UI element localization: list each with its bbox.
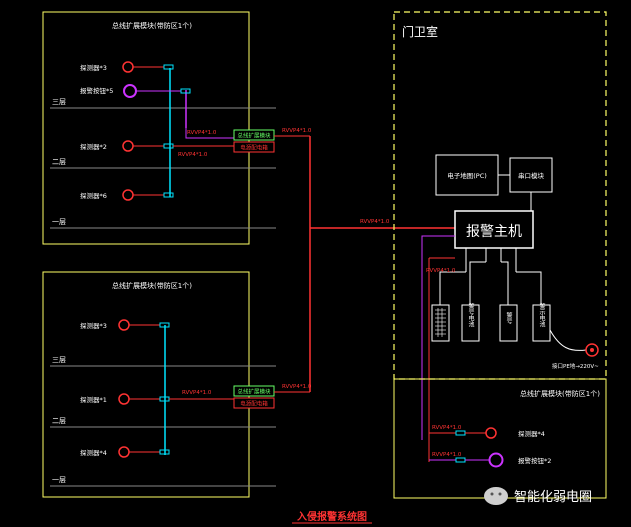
top-device-label-3: 探测器*2 [80, 142, 107, 151]
watermark-text: 智能化弱电圈 [514, 490, 592, 505]
guard-room-title: 门卫室 [402, 24, 438, 39]
wire-out-2 [469, 261, 486, 305]
guard-room-module: 总线扩展模块(带防区1个) RVVP4*1.0 探测器*4 RVVP4*1.0 … [393, 378, 607, 499]
detector-icon [122, 61, 134, 73]
power-socket-dot [590, 348, 594, 352]
bottom-panel-title: 总线扩展模块(带防区1个) [112, 281, 192, 290]
top-floor-panel: 总线扩展模块(带防区1个) 三层 二层 一层 探测器*3 报警按钮*5 探测器*… [42, 11, 312, 245]
bottom-device-label-2: 探测器*1 [80, 395, 107, 404]
wechat-icon-eye-left [490, 492, 494, 496]
bottom-floor-label-1: 一层 [52, 476, 66, 484]
guard-device-label-1: 探测器*4 [518, 429, 545, 438]
output-label-4: 警示电池 [538, 302, 545, 327]
output-box-2 [461, 304, 480, 342]
output-label-2: 警号电池 [467, 302, 474, 327]
power-label: 接口PE地→220V~ [552, 362, 599, 370]
terminal-module-icon [180, 88, 191, 94]
terminal-module-icon [159, 449, 170, 455]
top-branch-wire-purple [185, 128, 234, 139]
serial-module-label: 串口模块 [518, 171, 545, 180]
detector-icon [122, 189, 134, 201]
keypad-icon [435, 308, 446, 337]
detector-icon [485, 427, 497, 439]
wechat-icon [484, 487, 508, 505]
detector-icon [118, 393, 130, 405]
output-box-3 [499, 304, 518, 342]
alarm-button-icon [123, 84, 137, 98]
output-box-4 [532, 304, 551, 342]
terminal-module-icon [163, 64, 174, 70]
bottom-device-label-1: 探测器*3 [80, 321, 107, 330]
main-cable-label: RVVP4*1.0 [360, 219, 390, 225]
terminal-module-icon [455, 457, 466, 463]
detector-icon [118, 319, 130, 331]
power-socket-icon [585, 343, 599, 357]
top-device-label-1: 探测器*3 [80, 63, 107, 72]
bottom-device-label-3: 探测器*4 [80, 448, 107, 457]
wechat-icon-eye-right [498, 492, 502, 496]
guard-device-label-2: 报警按钮*2 [518, 456, 551, 465]
keypad-box [431, 304, 450, 342]
bottom-power-box [233, 397, 275, 409]
watermark: 智能化弱电圈 [484, 487, 592, 505]
terminal-module-icon [159, 322, 170, 328]
wire-out-3 [501, 261, 509, 305]
detector-icon [122, 140, 134, 152]
top-panel-border [42, 11, 250, 245]
bottom-cable-label-a: RVVP4*1.0 [182, 390, 212, 396]
diagram-title: 入侵报警系统图 [297, 510, 367, 523]
output-label-3: 警号 [505, 311, 512, 325]
top-floor-label-3: 三层 [52, 98, 66, 106]
top-floor-label-1: 一层 [52, 218, 66, 226]
top-power-box-label: 电源配电箱 [240, 144, 268, 152]
map-pc-label: 电子地图(PC) [447, 171, 487, 180]
bottom-floor-panel: 总线扩展模块(带防区1个) 三层 二层 一层 探测器*3 探测器*1 探测器*4… [42, 271, 312, 498]
bottom-bus-module-box [233, 385, 275, 397]
guard-room-panel: 门卫室 电子地图(PC) 串口模块 报警主机 警号电池 [393, 11, 607, 462]
host-bus-line-purple [421, 235, 455, 440]
terminal-module-icon [163, 143, 174, 149]
bottom-trunk-cable-label: RVVP4*1.0 [282, 384, 312, 390]
alarm-host-box [454, 210, 534, 249]
power-cord [549, 329, 587, 351]
top-device-label-4: 探测器*6 [80, 191, 107, 200]
top-bus-module-box [233, 129, 275, 141]
top-power-box [233, 141, 275, 153]
bottom-panel-border [42, 271, 250, 498]
bottom-floor-label-3: 三层 [52, 356, 66, 364]
alarm-button-icon [488, 452, 504, 468]
top-trunk-cable-label: RVVP4*1.0 [282, 128, 312, 134]
keypad-cable-label: RVVP4*1.0 [426, 268, 456, 274]
terminal-module-icon [163, 192, 174, 198]
alarm-host-label: 报警主机 [466, 224, 522, 240]
bottom-power-box-label: 电源配电箱 [240, 400, 268, 408]
wire-out-1 [439, 271, 466, 305]
detector-icon [118, 446, 130, 458]
top-cable-label-a: RVVP4*1.0 [187, 130, 217, 136]
top-bus-module-label: 总线扩展模块 [237, 132, 271, 140]
bottom-floor-label-2: 二层 [52, 417, 66, 425]
top-device-label-2: 报警按钮*5 [80, 86, 113, 95]
bottom-bus-module-label: 总线扩展模块 [237, 388, 271, 396]
guard-device-cable-1: RVVP4*1.0 [432, 425, 462, 431]
wire-out-4 [516, 271, 542, 305]
top-floor-label-2: 二层 [52, 158, 66, 166]
top-panel-title: 总线扩展模块(带防区1个) [112, 21, 192, 30]
top-cable-label-b: RVVP4*1.0 [178, 152, 208, 158]
guard-device-cable-2: RVVP4*1.0 [432, 452, 462, 458]
guard-module-title: 总线扩展模块(带防区1个) [520, 389, 600, 398]
terminal-module-icon [455, 430, 466, 436]
